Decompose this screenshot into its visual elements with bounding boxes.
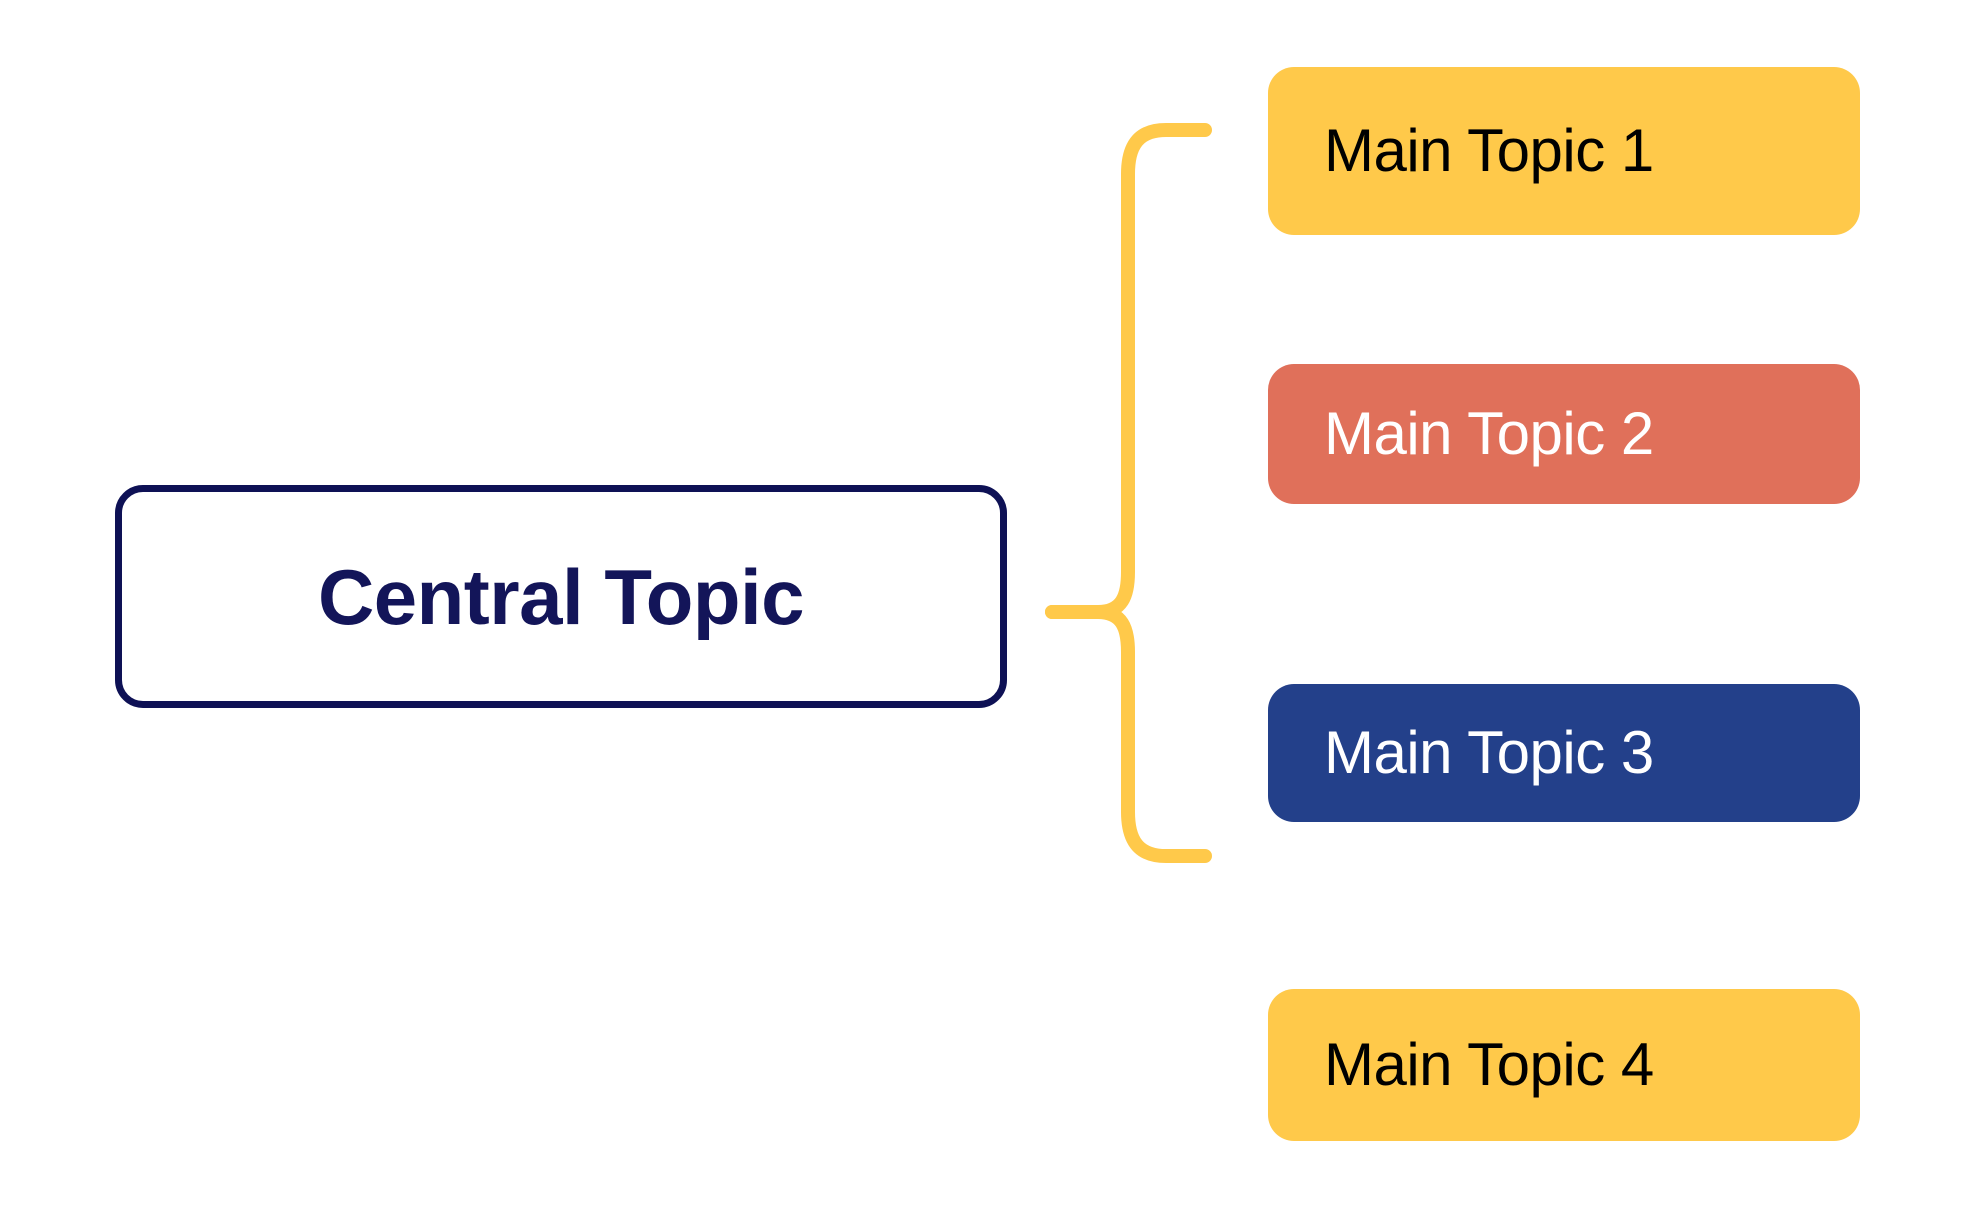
branch-node-main-topic-4[interactable]: Main Topic 4: [1268, 989, 1860, 1141]
curly-brace-connector-icon: [1045, 123, 1212, 863]
branch-node-label-1: Main Topic 1: [1324, 117, 1654, 184]
branch-node-main-topic-1[interactable]: Main Topic 1: [1268, 67, 1860, 235]
branch-node-label-2: Main Topic 2: [1324, 400, 1654, 467]
central-topic-node[interactable]: Central Topic: [115, 485, 1007, 708]
branch-node-label-4: Main Topic 4: [1324, 1031, 1654, 1098]
branch-node-main-topic-3[interactable]: Main Topic 3: [1268, 684, 1860, 822]
central-topic-label: Central Topic: [317, 552, 805, 641]
branch-node-label-3: Main Topic 3: [1324, 719, 1654, 786]
branch-node-main-topic-2[interactable]: Main Topic 2: [1268, 364, 1860, 504]
